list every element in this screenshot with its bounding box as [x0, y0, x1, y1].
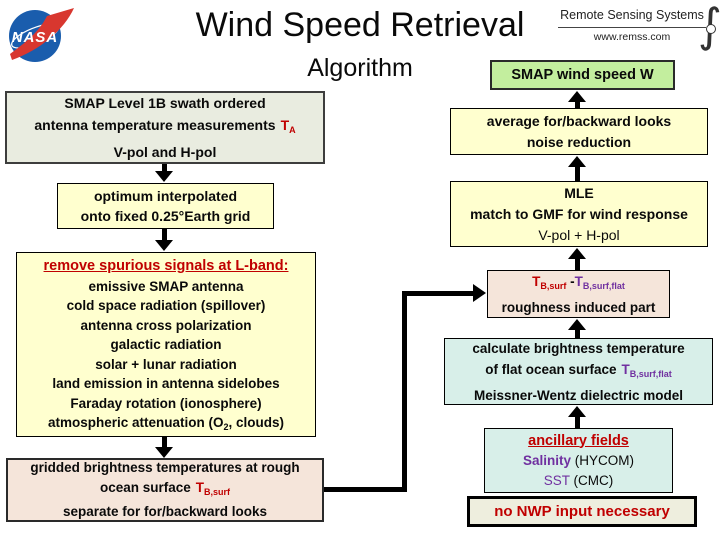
arrow-up-head-icon	[568, 156, 586, 167]
box-line: noise reduction	[526, 133, 632, 150]
arrow-up-mle-to-average	[575, 165, 580, 181]
box-line: V-pol and H-pol	[113, 144, 217, 160]
arrow-up-head-icon	[568, 319, 586, 330]
box-roughness-induced: TB,surf -TB,surf,flat roughness induced …	[487, 270, 670, 318]
ta-subscript: A	[289, 125, 296, 135]
tbsurf-symbol: T	[195, 479, 205, 495]
connector-vertical	[402, 291, 407, 492]
box-no-nwp-note: no NWP input necessary	[467, 496, 697, 527]
box-ancillary-fields: ancillary fields Salinity (HYCOM) SST (C…	[484, 428, 673, 493]
arrow-down-spurious-to-gridded	[162, 437, 167, 449]
box-optimum-interpolated: optimum interpolated onto fixed 0.25°Ear…	[57, 183, 274, 229]
box-line: match to GMF for wind response	[470, 205, 688, 222]
box-mle-gmf: MLE match to GMF for wind response V-pol…	[450, 181, 708, 247]
tb-surf-subscript: B,surf	[540, 280, 567, 291]
spurious-item: antenna cross polarization	[80, 317, 252, 333]
box-line: SMAP Level 1B swath ordered	[64, 95, 266, 111]
arrow-up-head-icon	[568, 248, 586, 259]
salinity-source: (HYCOM)	[574, 452, 635, 468]
spurious-item: emissive SMAP antenna	[88, 278, 244, 294]
arrow-up-head-icon	[568, 91, 586, 102]
arrow-down-interp-to-spurious	[162, 229, 167, 242]
arrow-down-head-icon	[155, 171, 173, 182]
sst-source: (CMC)	[573, 472, 614, 488]
rss-website-url: www.remss.com	[593, 31, 671, 43]
sst-label: SST	[543, 472, 570, 488]
arrow-up-average-to-output	[575, 100, 580, 108]
box-line-text: ocean surface	[99, 479, 191, 495]
box-line-text: antenna temperature measurements	[34, 117, 276, 133]
tb-surfflat-subscript: B,surf,flat	[582, 280, 625, 291]
box-line: gridded brightness temperatures at rough	[30, 460, 300, 476]
arrow-up-head-icon	[568, 406, 586, 417]
nasa-red-swoosh	[10, 8, 74, 60]
tbsurf-subscript: B,surf	[204, 486, 231, 497]
ta-symbol: T	[280, 117, 290, 133]
arrow-up-ancillary-to-calc	[575, 415, 580, 428]
slide-title-line2: Algorithm	[307, 54, 413, 82]
nasa-logo-icon: NASA	[6, 4, 78, 66]
box-remove-spurious-signals: remove spurious signals at L-band: emiss…	[16, 252, 316, 437]
o2-post: , clouds)	[228, 415, 285, 430]
output-label: SMAP wind speed W	[511, 67, 654, 83]
spurious-item: galactic radiation	[110, 337, 222, 352]
spurious-heading: remove spurious signals at L-band:	[43, 258, 289, 274]
spurious-item: Faraday rotation (ionosphere)	[70, 395, 262, 411]
rss-integral-circle-icon	[706, 24, 716, 34]
box-line-text: of flat ocean surface	[485, 361, 617, 377]
box-line: MLE	[564, 184, 594, 201]
box-smap-level1b: SMAP Level 1B swath ordered antenna temp…	[5, 91, 325, 164]
sst-line: SST (CMC)	[544, 471, 614, 491]
minus-sign: -	[570, 273, 575, 289]
tb-surf-symbol: T	[532, 273, 541, 289]
connector-horizontal-top	[402, 291, 474, 296]
salinity-line: Salinity (HYCOM)	[523, 451, 634, 471]
spurious-item: land emission in antenna sidelobes	[52, 376, 280, 391]
ancillary-heading: ancillary fields	[528, 432, 629, 449]
tb-surfflat-symbol: T	[574, 273, 583, 289]
box-line: roughness induced part	[501, 299, 656, 315]
arrow-up-calc-to-roughness	[575, 328, 580, 338]
salinity-label: Salinity	[522, 452, 571, 468]
arrow-down-head-icon	[155, 240, 173, 251]
box-line: V-pol + H-pol	[538, 226, 620, 243]
o2-subscript: 2	[223, 422, 229, 432]
rss-logo: Remote Sensing Systems www.remss.com ∫	[558, 0, 720, 56]
tb-difference-formula: TB,surf -TB,surf,flat	[532, 271, 625, 297]
spurious-item: solar + lunar radiation	[95, 356, 237, 372]
box-gridded-brightness: gridded brightness temperatures at rough…	[6, 458, 324, 522]
box-smap-wind-speed-output: SMAP wind speed W	[490, 60, 675, 90]
arrow-up-roughness-to-mle	[575, 257, 580, 270]
nwp-label: no NWP input necessary	[494, 503, 670, 520]
box-line: separate for for/backward looks	[62, 504, 268, 520]
box-calculate-flat-tb: calculate brightness temperature of flat…	[444, 338, 713, 405]
connector-horizontal-bottom	[324, 487, 407, 492]
tbflat-subscript: B,surf,flat	[629, 368, 672, 379]
box-line: Meissner-Wentz dielectric model	[473, 387, 684, 403]
rss-divider-line	[558, 27, 706, 28]
box-line: onto fixed 0.25°Earth grid	[80, 208, 251, 224]
slide-title-line1: Wind Speed Retrieval	[195, 6, 525, 44]
spurious-item-o2: atmospheric attenuation (O2, clouds)	[48, 413, 284, 438]
box-line: average for/backward looks	[486, 112, 672, 129]
tbflat-symbol: T	[621, 361, 630, 377]
nasa-wordmark: NASA	[12, 29, 59, 46]
arrow-down-head-icon	[155, 447, 173, 458]
box-average-looks: average for/backward looks noise reducti…	[450, 108, 708, 155]
arrow-down-source-to-interp	[162, 164, 167, 173]
spurious-item: cold space radiation (spillover)	[66, 298, 266, 313]
o2-pre: atmospheric attenuation (O	[47, 415, 224, 430]
box-line: optimum interpolated	[93, 188, 238, 204]
box-line: calculate brightness temperature	[472, 340, 685, 356]
arrow-right-head-icon	[473, 284, 486, 302]
rss-company-name: Remote Sensing Systems	[560, 8, 704, 22]
